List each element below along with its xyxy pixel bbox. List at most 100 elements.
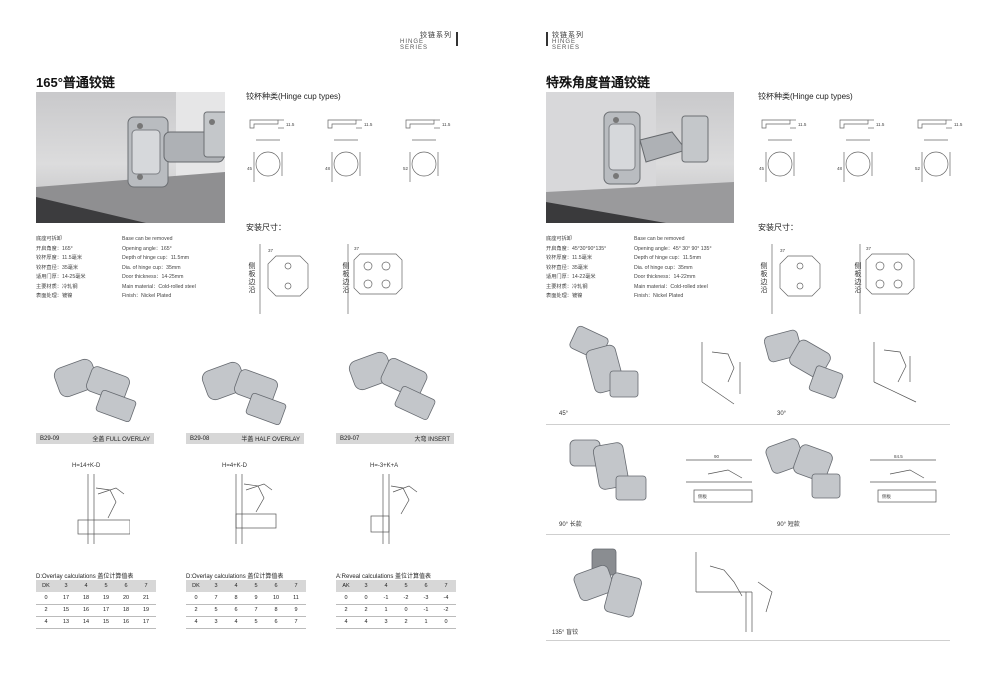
spec-line: 铰杯直径：35毫米 [36, 264, 79, 271]
left-side-label-1: 侧板边沿 [248, 262, 255, 294]
angle-hinge-photo-drawing [546, 92, 734, 223]
variant-photo-insert [348, 351, 436, 420]
spec-line: Opening angle：165° [122, 245, 172, 252]
spec-line: 开启角度：45°30°90°135° [546, 245, 607, 252]
hinge-photo-drawing [36, 92, 225, 223]
angle-photo-90-short [765, 438, 841, 499]
formula-insert: H=-3+K+A [370, 463, 399, 469]
left-side-label-2: 侧板边沿 [342, 262, 349, 294]
cup-offset-label: 48 [325, 166, 331, 171]
spec-line: 适用门厚：14-25毫米 [36, 274, 86, 280]
table-header: 3 [56, 580, 76, 592]
table-header: 7 [136, 580, 156, 592]
left-install-label: 安装尺寸： [246, 223, 286, 232]
left-main-photo [36, 92, 225, 223]
dim-90-short-label: 84.5 [894, 454, 903, 459]
cup-depth-label: 11.5 [286, 122, 295, 127]
divider-1 [546, 424, 950, 425]
angle-photo-135 [573, 548, 642, 618]
install-width-label: 37 [866, 246, 872, 251]
formula-full-overlay: H=14+K-D [72, 463, 101, 469]
divider-2 [546, 534, 950, 535]
spec-line: Dia. of hinge cup：35mm [122, 264, 181, 271]
spec-line: 铰杯直径：35毫米 [546, 264, 589, 271]
right-series-bar [546, 32, 548, 46]
variant-name: 大弯 INSERT [414, 437, 450, 443]
right-install-label: 安装尺寸： [758, 223, 798, 232]
spec-line: Door thickness：14-25mm [122, 274, 184, 280]
cup-offset-label: 45 [759, 166, 765, 171]
angle-diagram-30 [873, 342, 917, 403]
spec-line: 主要材质：冷轧钢 [546, 283, 588, 290]
right-cup-type-drawings: 11.5 11.5 11.5 45 48 52 [759, 119, 963, 182]
cup-depth-label: 11.5 [954, 122, 963, 127]
spec-line: Depth of hinge cup：11.5mm [634, 255, 702, 261]
install-width-label: 37 [354, 246, 360, 251]
angle-photo-90-long [569, 439, 647, 501]
angle-diagram-90-long: 90 侧板 [686, 454, 753, 503]
cup-depth-label: 11.5 [442, 122, 451, 127]
left-specs-en: Base can be removed Opening angle：165° D… [122, 235, 232, 302]
cup-depth-label: 11.5 [876, 122, 885, 127]
spec-line: 铰杯厚度：11.5毫米 [36, 255, 83, 261]
variant-name: 全盖 FULL OVERLAY [92, 437, 150, 443]
spec-line: 底座可拆卸 [546, 236, 572, 242]
spec-line: Main material：Cold-rolled steel [122, 283, 196, 290]
table-corner: AK [336, 580, 356, 592]
angle-photo-30 [763, 329, 844, 399]
right-side-label-1: 侧板边沿 [760, 262, 767, 294]
spec-line: Main material：Cold-rolled steel [634, 283, 708, 290]
cup-depth-label: 11.5 [364, 122, 373, 127]
dim-side-label: 侧板 [698, 493, 707, 500]
spec-line: Base can be removed [122, 236, 173, 242]
right-series-zh: 铰链系列 [552, 32, 584, 39]
right-main-photo [546, 92, 734, 223]
right-cup-types-label: 铰杯种类(Hinge cup types) [758, 92, 853, 101]
spec-line: 开启角度：165° [36, 245, 73, 252]
table-title-2: D:Overlay calculations 盖位计算值表 [186, 574, 284, 580]
table-header: 4 [76, 580, 96, 592]
left-install-drawings: 37 37 [259, 244, 403, 314]
left-series-header: 铰链系列 HINGE SERIES [400, 30, 460, 51]
spec-line: Door thickness：14-22mm [634, 274, 696, 280]
table-header: 6 [116, 580, 136, 592]
angle-label-90-short: 90° 短款 [777, 522, 800, 528]
angle-diagram-90-short: 84.5 侧板 [870, 454, 937, 503]
angle-label-45: 45° [559, 411, 569, 417]
angle-label-90-long: 90° 长款 [559, 522, 582, 528]
install-width-label: 37 [780, 248, 786, 253]
left-series-en: HINGE SERIES [400, 39, 429, 51]
angle-label-30: 30° [777, 411, 787, 417]
left-specs-zh: 底座可拆卸 开启角度：165° 铰杯厚度：11.5毫米 铰杯直径：35毫米 适用… [36, 235, 116, 302]
spec-line: 底座可拆卸 [36, 236, 62, 242]
dim-90-long-label: 90 [714, 454, 720, 459]
left-series-zh: 铰链系列 [420, 32, 452, 39]
divider-3 [546, 640, 950, 641]
left-page-title: 165°普通铰链 [36, 75, 115, 90]
spec-line: Opening angle：45° 30° 90° 135° [634, 245, 712, 252]
left-cup-types-label: 铰杯种类(Hinge cup types) [246, 92, 341, 101]
right-series-header: 铰链系列 HINGE SERIES [546, 30, 606, 51]
cup-depth-label: 11.5 [798, 122, 807, 127]
section-diagram-full-overlay [77, 474, 130, 544]
table-header: 5 [96, 580, 116, 592]
variant-caption-insert: B29-07 大弯 INSERT [336, 433, 454, 444]
table-row: 0 0-1-2-3-4 [336, 592, 456, 605]
cup-offset-label: 52 [915, 166, 921, 171]
spec-line: Finish：Nickel Plated [122, 293, 172, 299]
spec-line: Dia. of hinge cup：35mm [634, 264, 693, 271]
variant-photo-half-overlay [201, 361, 287, 426]
spec-line: 表面处理：镀镍 [36, 293, 73, 299]
dim-side-label: 侧板 [882, 493, 891, 500]
variant-code: B29-07 [340, 435, 360, 442]
variant-name: 半盖 HALF OVERLAY [241, 437, 300, 443]
variant-caption-half-overlay: B29-08 半盖 HALF OVERLAY [186, 433, 304, 444]
